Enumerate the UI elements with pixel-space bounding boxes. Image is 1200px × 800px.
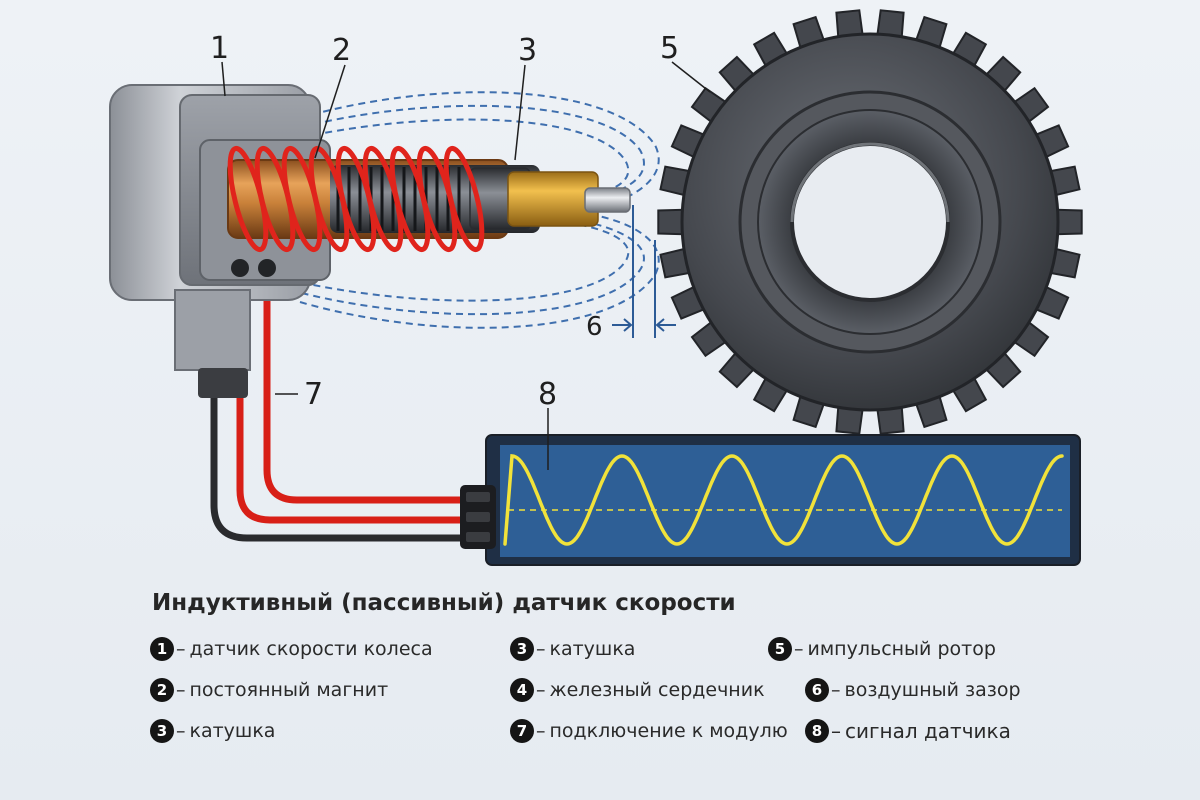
- number-badge-icon: 6: [805, 678, 829, 702]
- sensor-signal-display: [460, 434, 1081, 566]
- sensor-housing: [109, 84, 331, 398]
- legend-item-2: 2 – постоянный магнит: [150, 678, 388, 702]
- legend-item-8: 6 – воздушный зазор: [805, 678, 1021, 702]
- impulse-rotor: [657, 9, 1083, 435]
- legend-item-9: 8 – сигнал датчика: [805, 719, 1011, 743]
- legend-label: сигнал датчика: [845, 719, 1011, 743]
- legend-title: Индуктивный (пассивный) датчик скорости: [152, 590, 736, 616]
- number-badge-icon: 5: [768, 637, 792, 661]
- number-badge-icon: 3: [150, 719, 174, 743]
- callout-2: 2: [332, 33, 351, 68]
- coil-windings: [227, 145, 485, 253]
- callout-6: 6: [586, 312, 603, 342]
- legend-label: импульсный ротор: [807, 638, 996, 660]
- callout-7: 7: [304, 377, 323, 412]
- legend-label: воздушный зазор: [844, 679, 1021, 701]
- legend-label: железный сердечник: [549, 679, 765, 701]
- legend-item-6: 7 – подключение к модулю: [510, 719, 788, 743]
- number-badge-icon: 7: [510, 719, 534, 743]
- number-badge-icon: 4: [510, 678, 534, 702]
- magnet-coil-assembly: [227, 145, 631, 253]
- legend-label: катушка: [549, 638, 636, 660]
- callout-5: 5: [660, 31, 679, 66]
- number-badge-icon: 8: [805, 719, 829, 743]
- callout-3: 3: [518, 33, 537, 68]
- legend-label: подключение к модулю: [549, 720, 788, 742]
- legend-label: постоянный магнит: [189, 679, 389, 701]
- number-badge-icon: 1: [150, 637, 174, 661]
- legend-item-1: 1 – датчик скорости колеса: [150, 637, 433, 661]
- signal-waveform: [503, 454, 1064, 546]
- air-gap-indicator: [612, 205, 676, 338]
- legend-item-5: 4 – железный сердечник: [510, 678, 765, 702]
- coil-turn: [443, 145, 485, 253]
- legend-item-3: 3 – катушка: [150, 719, 275, 743]
- callout-1: 1: [210, 31, 229, 66]
- number-badge-icon: 2: [150, 678, 174, 702]
- legend-item-4: 3 – катушка: [510, 637, 635, 661]
- legend-item-7: 5 – импульсный ротор: [768, 637, 996, 661]
- callout-8: 8: [538, 377, 557, 412]
- sensor-cables: [210, 266, 472, 542]
- sensor-diagram: 1 2 3 5 6 7 8: [109, 9, 1083, 566]
- legend-label: катушка: [189, 720, 276, 742]
- callout-leaders: [221, 61, 711, 470]
- number-badge-icon: 3: [510, 637, 534, 661]
- legend-label: датчик скорости колеса: [189, 638, 433, 660]
